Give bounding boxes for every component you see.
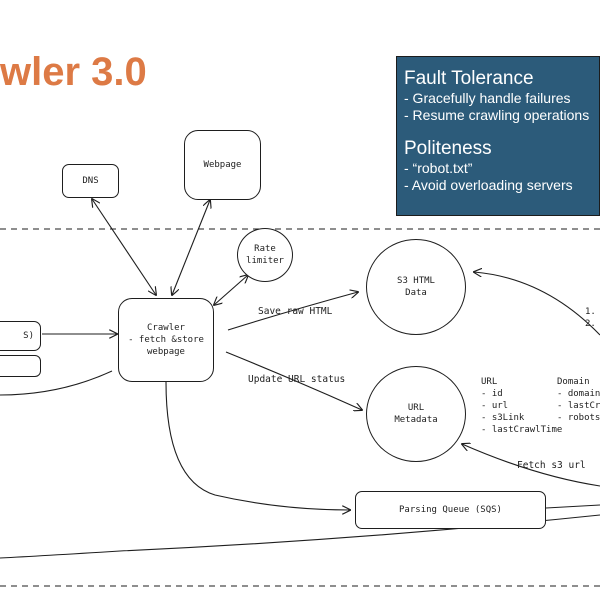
update-url-status-label: Update URL status [248, 374, 346, 385]
edge-crawler-left [0, 370, 113, 396]
steps-list: 1. 2. [585, 306, 596, 330]
politeness-item: - “robot.txt” [404, 160, 473, 176]
left-queue-node-2 [0, 355, 41, 377]
domain-schema-field: - domain [557, 389, 600, 399]
domain-schema-heading: Domain [557, 377, 590, 387]
url-schema-field: - url [481, 401, 509, 411]
requirements-note: Fault Tolerance - Gracefully handle fail… [396, 56, 600, 216]
domain-schema: Domain - domain - lastCra - robots [557, 376, 600, 424]
url-schema-field: - lastCrawlTime [481, 425, 563, 435]
save-raw-html-label: Save raw HTML [258, 306, 333, 317]
politeness-heading: Politeness [404, 138, 492, 159]
fetch-s3-url-label: Fetch s3 url [517, 460, 586, 471]
webpage-node: Webpage [184, 130, 261, 200]
url-schema-field: - id [481, 389, 503, 399]
step-item: 2. [585, 319, 596, 329]
edge-parsing-right [545, 504, 600, 509]
crawler-node: Crawler - fetch &store webpage [118, 298, 214, 382]
edge-right-s3 [474, 272, 600, 336]
domain-schema-field: - robots [557, 413, 600, 423]
dns-node: DNS [62, 164, 119, 198]
rate-limiter-node: Rate limiter [237, 228, 293, 282]
politeness-item: - Avoid overloading servers [404, 177, 573, 193]
left-queue-node: S) [0, 321, 41, 351]
edge-webpage-crawler [172, 200, 210, 295]
edge-dns-crawler [92, 199, 156, 295]
s3-html-node: S3 HTML Data [366, 239, 466, 335]
url-metadata-node: URL Metadata [366, 366, 466, 462]
edge-crawler-parsing [165, 381, 350, 510]
edge-crawler-s3 [227, 292, 358, 331]
page-title: wler 3.0 [0, 50, 147, 94]
edge-ratelimiter-crawler [214, 275, 248, 305]
parsing-queue-node: Parsing Queue (SQS) [355, 491, 546, 529]
fault-tolerance-item: - Resume crawling operations [404, 107, 590, 123]
step-item: 1. [585, 307, 596, 317]
edge-crawler-metadata [225, 351, 362, 410]
url-schema-heading: URL [481, 377, 498, 387]
url-schema: URL - id - url - s3Link - lastCrawlTime [481, 376, 562, 436]
edge-right-metadata [462, 444, 600, 487]
url-schema-field: - s3Link [481, 413, 525, 423]
fault-tolerance-heading: Fault Tolerance [404, 68, 534, 89]
fault-tolerance-item: - Gracefully handle failures [404, 90, 571, 106]
domain-schema-field: - lastCra [557, 401, 600, 411]
